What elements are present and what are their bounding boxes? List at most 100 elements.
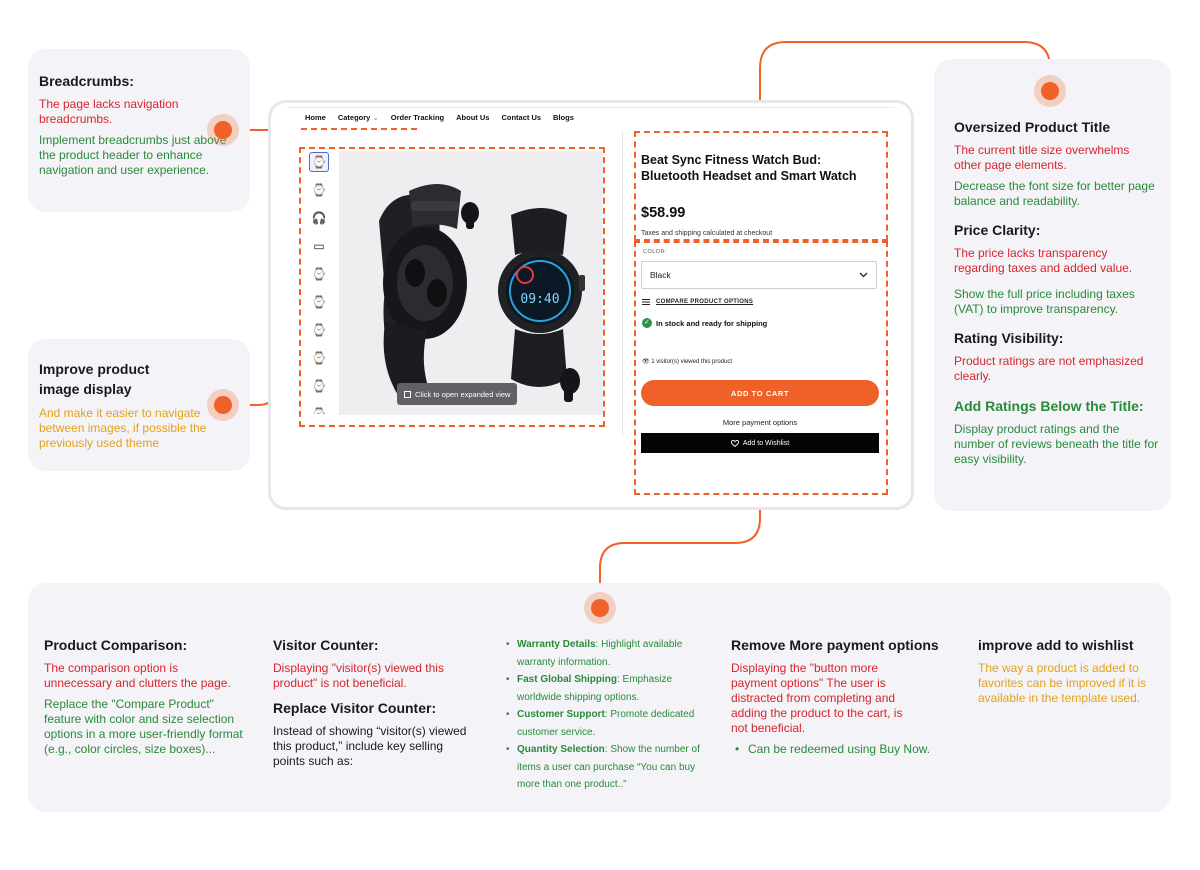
annotation-fix: Replace the "Compare Product" feature wi… xyxy=(44,697,243,756)
thumbnail-watch-icon[interactable]: ⌚ xyxy=(311,407,327,414)
annotation-issue: The comparison option is unnecessary and… xyxy=(44,661,231,690)
product-options-highlight xyxy=(634,241,888,495)
nav-item-contact-us[interactable]: Contact Us xyxy=(501,113,542,122)
nav-item-blogs[interactable]: Blogs xyxy=(553,113,574,122)
expand-view-button[interactable]: Click to open expanded view xyxy=(397,383,518,405)
thumbnail-watch-icon[interactable]: ⌚ xyxy=(311,183,327,197)
point-text: : Highlight available warranty informati… xyxy=(517,639,683,668)
breadcrumbs-annotation-card: Breadcrumbs: The page lacks navigation b… xyxy=(28,49,250,212)
thumbnail-watch-icon[interactable]: ⌚ xyxy=(311,351,327,365)
annotation-heading: Add Ratings Below the Title: xyxy=(954,398,1144,414)
menu-icon xyxy=(642,299,650,305)
column-divider xyxy=(622,131,623,436)
main-product-image[interactable]: 09:40 Click to open expanded view xyxy=(339,151,603,415)
annotation-issue: The price lacks transparency regarding t… xyxy=(954,246,1133,275)
annotation-fix: Display product ratings and the number o… xyxy=(954,422,1159,466)
annotation-heading: Product Comparison: xyxy=(44,637,188,653)
annotation-heading: Breadcrumbs: xyxy=(39,73,134,89)
visitor-label: 1 visitor(s) viewed this product xyxy=(651,359,732,365)
compare-product-options-link[interactable]: COMPARE PRODUCT OPTIONS xyxy=(642,299,753,305)
color-select-value: Black xyxy=(650,270,671,280)
annotation-marker xyxy=(207,114,239,146)
thumbnail-watch-icon[interactable]: ⌚ xyxy=(311,323,327,337)
annotation-heading: improve add to wishlist xyxy=(978,637,1134,653)
annotation-marker xyxy=(207,389,239,421)
annotation-text: Instead of showing “visitor(s) viewed th… xyxy=(273,724,467,768)
thumbnail-box-icon[interactable]: ▭ xyxy=(313,239,325,253)
annotation-fix: •Can be redeemed using Buy Now. xyxy=(735,742,931,756)
annotation-fix: Decrease the font size for better page b… xyxy=(954,179,1155,208)
thumbnail-watch-icon[interactable]: ⌚ xyxy=(311,295,327,309)
add-to-cart-button[interactable]: ADD TO CART xyxy=(641,380,879,406)
check-circle-icon: ✓ xyxy=(642,318,652,328)
annotation-fix: And make it easier to navigate between i… xyxy=(39,406,207,450)
annotation-issue: The current title size overwhelms other … xyxy=(954,143,1130,172)
nav-item-category-label: Category xyxy=(337,113,371,122)
nav-item-category[interactable]: Category ⌄ xyxy=(338,113,379,122)
stock-label: In stock and ready for shipping xyxy=(656,318,768,328)
point-text: : Emphasize worldwide shipping options. xyxy=(517,674,673,703)
thumbnail-watch-icon[interactable]: ⌚ xyxy=(311,267,327,281)
annotation-issue: The page lacks navigation breadcrumbs. xyxy=(39,97,179,126)
product-info-annotation-card: Oversized Product Title The current titl… xyxy=(934,59,1171,511)
comparison-annotation: Product Comparison: The comparison optio… xyxy=(44,635,249,757)
annotation-marker xyxy=(1034,75,1066,107)
annotation-heading: Replace Visitor Counter: xyxy=(273,700,437,716)
payment-annotation: Remove More payment options Displaying t… xyxy=(731,635,951,757)
svg-text:09:40: 09:40 xyxy=(520,292,559,307)
main-navigation: Home Category ⌄ Order Tracking About Us … xyxy=(287,107,895,127)
product-title: Beat Sync Fitness Watch Bud: Bluetooth H… xyxy=(641,153,857,183)
thumbnail-watch-icon[interactable]: ⌚ xyxy=(309,152,329,172)
point-label: Quantity Selection xyxy=(517,744,605,755)
eye-icon: 👁 xyxy=(642,359,650,365)
color-select[interactable]: Black xyxy=(641,261,877,289)
point-label: Warranty Details xyxy=(517,639,596,650)
nav-item-order-tracking[interactable]: Order Tracking xyxy=(390,113,445,122)
color-label: COLOR: xyxy=(643,249,668,255)
annotation-fix: Implement breadcrumbs just above the pro… xyxy=(39,133,227,177)
point-text: : Promote dedicated customer service. xyxy=(517,709,695,738)
image-display-annotation-card: Improve product image display And make i… xyxy=(28,339,250,471)
smart-watch-illustration: 09:40 xyxy=(379,184,585,402)
product-title-highlight xyxy=(634,131,888,241)
annotation-heading: Improve product image display xyxy=(39,361,150,397)
thumbnail-strip: ⌚ ⌚ 🎧 ▭ ⌚ ⌚ ⌚ ⌚ ⌚ ⌚ xyxy=(307,152,333,414)
nav-item-home[interactable]: Home xyxy=(305,113,326,122)
annotation-heading: Remove More payment options xyxy=(731,637,939,653)
chevron-down-icon xyxy=(859,272,868,278)
bottom-annotation-card: Product Comparison: The comparison optio… xyxy=(28,583,1171,812)
add-to-wishlist-button[interactable]: Add to Wishlist xyxy=(641,433,879,453)
product-page-mockup: Home Category ⌄ Order Tracking About Us … xyxy=(268,100,914,510)
point-label: Customer Support xyxy=(517,709,605,720)
annotation-issue: Product ratings are not emphasized clear… xyxy=(954,354,1144,383)
expand-view-label: Click to open expanded view xyxy=(415,389,511,399)
visitor-counter: 👁 1 visitor(s) viewed this product xyxy=(642,358,732,365)
point-label: Fast Global Shipping xyxy=(517,674,617,685)
annotation-heading: Visitor Counter: xyxy=(273,637,379,653)
list-item: •Warranty Details: Highlight available w… xyxy=(506,639,683,668)
thumbnail-watch-icon[interactable]: ⌚ xyxy=(311,379,327,393)
expand-icon xyxy=(404,390,411,398)
wishlist-label: Add to Wishlist xyxy=(742,439,790,447)
gallery-highlight xyxy=(299,147,605,427)
list-item: •Fast Global Shipping: Emphasize worldwi… xyxy=(506,674,673,703)
wishlist-annotation: improve add to wishlist The way a produc… xyxy=(978,635,1158,706)
annotation-fix: Show the full price including taxes (VAT… xyxy=(954,287,1135,316)
product-price: $58.99 xyxy=(641,205,686,221)
nav-item-about-us[interactable]: About Us xyxy=(456,113,490,122)
taxes-note: Taxes and shipping calculated at checkou… xyxy=(641,230,773,237)
annotation-issue: Displaying "visitor(s) viewed this produ… xyxy=(273,661,444,690)
list-item: •Customer Support: Promote dedicated cus… xyxy=(506,709,695,738)
annotation-marker xyxy=(584,592,616,624)
annotation-heading: Rating Visibility: xyxy=(954,330,1064,346)
annotation-issue: Displaying the "button more payment opti… xyxy=(731,661,903,735)
more-payment-options-link[interactable]: More payment options xyxy=(722,418,798,427)
selling-points-list: •Warranty Details: Highlight available w… xyxy=(506,636,701,794)
compare-label: COMPARE PRODUCT OPTIONS xyxy=(656,299,754,305)
visitor-annotation: Visitor Counter: Displaying "visitor(s) … xyxy=(273,635,473,769)
point-text: : Show the number of items a user can pu… xyxy=(517,744,700,790)
thumbnail-earbud-icon[interactable]: 🎧 xyxy=(311,211,327,225)
chevron-down-icon: ⌄ xyxy=(372,113,379,122)
annotation-heading: Oversized Product Title xyxy=(954,119,1111,135)
annotation-fix: The way a product is added to favorites … xyxy=(978,661,1147,705)
